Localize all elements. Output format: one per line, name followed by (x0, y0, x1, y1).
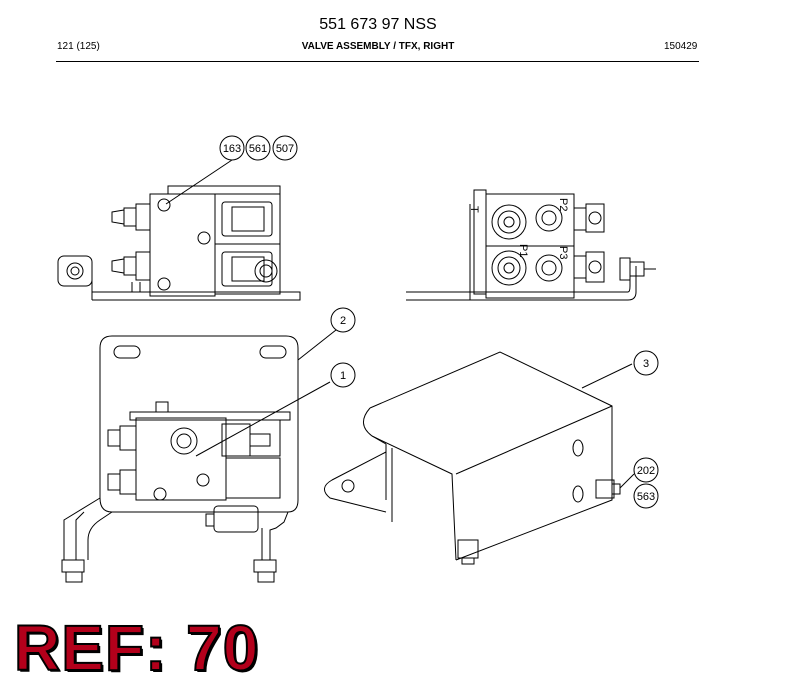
top-left-view (57, 159, 301, 301)
callout-163-bubble (219, 135, 245, 161)
bottom-right-view (324, 351, 635, 565)
ref-label: REF: 70 (13, 612, 260, 684)
callout-2-bubble (330, 307, 356, 333)
port-label-p2: P2 (557, 198, 569, 211)
callout-561-bubble (245, 135, 271, 161)
callout-563-bubble (633, 483, 659, 509)
callout-202: 202 (637, 465, 655, 477)
port-labels: T P2 P1 P3 (468, 198, 569, 259)
port-label-t: T (468, 206, 480, 213)
callout-1: 1 (340, 370, 346, 382)
callout-bubbles (219, 135, 659, 509)
page-ref: 121 (125) (57, 41, 100, 52)
callout-2: 2 (340, 315, 346, 327)
callout-561: 561 (249, 143, 267, 155)
callout-202-bubble (633, 457, 659, 483)
header-rule (56, 61, 699, 62)
port-label-p3: P3 (557, 246, 569, 259)
top-right-view (406, 189, 656, 301)
callout-563: 563 (637, 491, 655, 503)
callout-507: 507 (276, 143, 294, 155)
bottom-left-view (61, 329, 337, 583)
callout-507-bubble (272, 135, 298, 161)
callout-3-bubble (633, 350, 659, 376)
date-code: 150429 (664, 41, 698, 52)
callout-labels: 163 561 507 2 1 3 202 563 (223, 143, 655, 503)
callout-1-bubble (330, 362, 356, 388)
callout-163: 163 (223, 143, 241, 155)
doc-number: 551 673 97 NSS (319, 16, 437, 33)
port-label-p1: P1 (517, 244, 529, 257)
callout-3: 3 (643, 358, 649, 370)
drawing-title: VALVE ASSEMBLY / TFX, RIGHT (301, 41, 455, 52)
